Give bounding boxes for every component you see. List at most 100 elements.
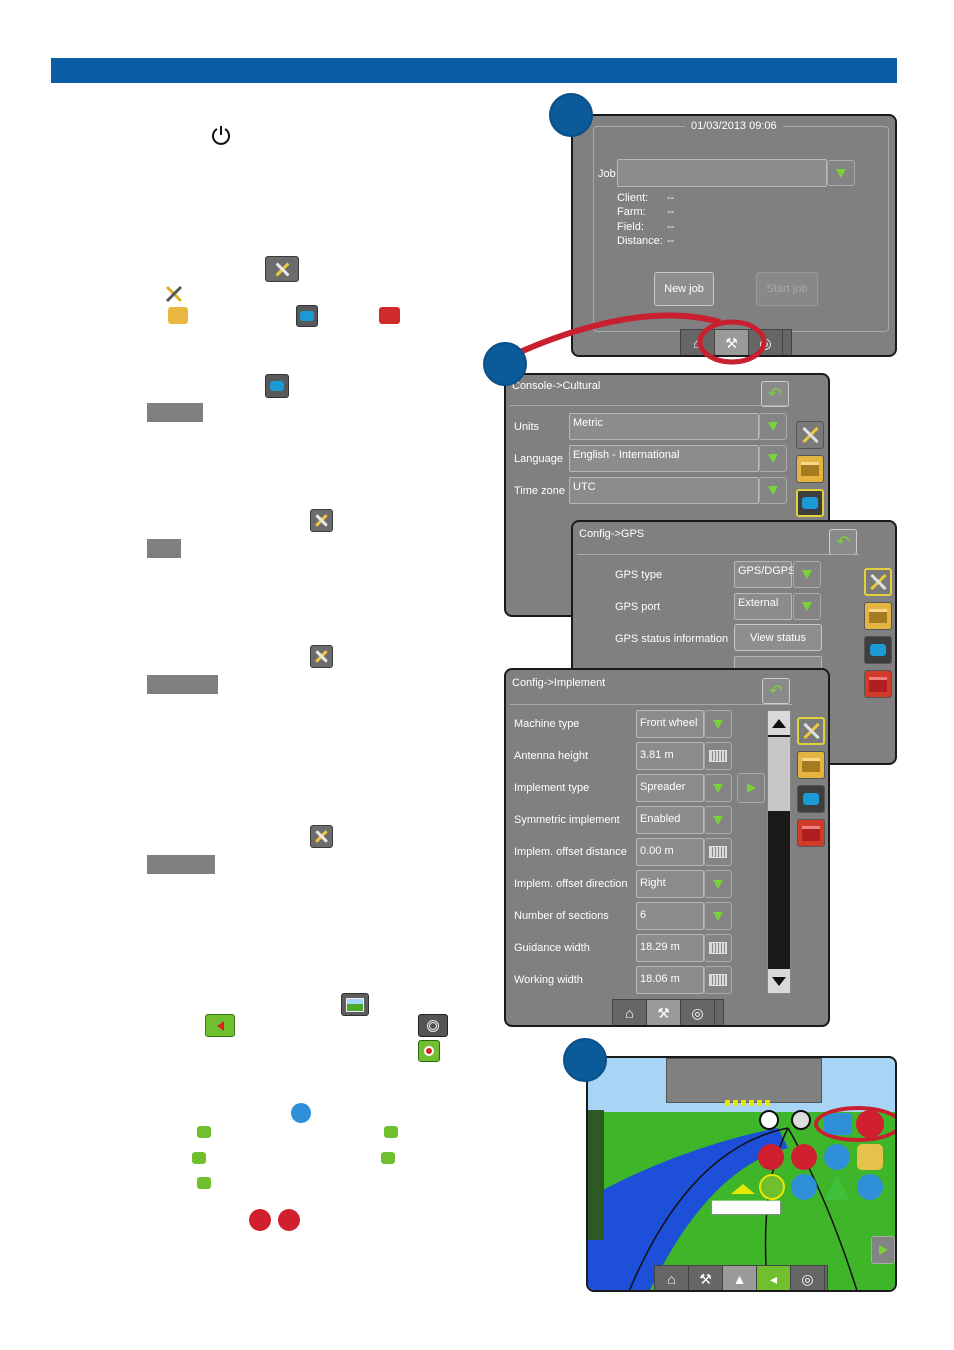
settings-tab[interactable]: ◎ <box>791 1266 825 1290</box>
console-side-tab[interactable] <box>864 636 892 664</box>
keyboard-button[interactable] <box>704 838 732 866</box>
tools-icon <box>310 509 333 532</box>
job-select[interactable] <box>617 159 827 187</box>
tools-tab[interactable]: ⚒ <box>689 1266 723 1290</box>
timezone-dropdown[interactable] <box>759 477 787 504</box>
guidance-tab-bar: ⌂ ⚒ ▲ ◂ ◎ <box>654 1265 828 1290</box>
scroll-thumb[interactable] <box>768 737 790 811</box>
guidance-mode-icon <box>205 1014 235 1037</box>
row-value[interactable]: 18.06 m <box>636 966 704 994</box>
toolbox-side-tab[interactable] <box>796 455 824 483</box>
redacted-label <box>147 855 215 874</box>
field-value: -- <box>667 221 675 233</box>
nudge-button[interactable] <box>824 1144 850 1170</box>
pivot-icon <box>384 1126 398 1138</box>
gps-port-select[interactable]: External <box>734 593 792 620</box>
mark-a-button[interactable] <box>758 1144 784 1170</box>
settings-tab[interactable]: ◎ <box>749 330 783 355</box>
guidance-pattern-icon <box>291 1103 311 1123</box>
timezone-label: Time zone <box>514 485 565 497</box>
guidance-tab[interactable]: ▲ <box>723 1266 757 1290</box>
gps-status-label: GPS status information <box>615 633 729 645</box>
row-value[interactable]: Right <box>636 870 704 898</box>
start-job-button[interactable]: Start job <box>756 272 818 306</box>
back-button[interactable]: ↶ <box>829 529 857 555</box>
dropdown-button[interactable] <box>704 710 732 738</box>
dropdown-button[interactable] <box>704 902 732 930</box>
dropdown-button[interactable] <box>704 870 732 898</box>
marker-icon <box>418 1040 440 1062</box>
area-button[interactable] <box>857 1174 883 1200</box>
section-dots <box>725 1100 771 1106</box>
scroll-up-button[interactable] <box>768 711 790 735</box>
new-job-button[interactable]: New job <box>654 272 714 306</box>
step-circle-1 <box>549 93 593 137</box>
console-screen-icon <box>265 374 289 398</box>
power-icon <box>208 122 234 148</box>
mark-b-button[interactable] <box>791 1144 817 1170</box>
language-select[interactable]: English - International <box>569 445 759 472</box>
tools-side-tab[interactable] <box>797 717 825 745</box>
job-dropdown-button[interactable] <box>827 160 855 186</box>
row-value[interactable]: Front wheel <box>636 710 704 738</box>
row-value[interactable]: 6 <box>636 902 704 930</box>
boundary-button[interactable] <box>824 1176 850 1200</box>
dropdown-button[interactable] <box>704 774 732 802</box>
dropdown-button[interactable] <box>704 806 732 834</box>
gps-type-label: GPS type <box>615 569 663 581</box>
language-dropdown[interactable] <box>759 445 787 472</box>
zoom-out-button[interactable] <box>791 1110 811 1130</box>
scrollbar[interactable] <box>767 710 791 994</box>
row-value[interactable]: Spreader <box>636 774 704 802</box>
gps-type-select[interactable]: GPS/DGPS <box>734 561 795 588</box>
distance-value: -- <box>667 235 675 247</box>
toolbox-side-tab[interactable] <box>864 602 892 630</box>
row-label: Number of sections <box>514 910 609 922</box>
gps-type-dropdown[interactable] <box>793 561 821 588</box>
scroll-down-button[interactable] <box>768 969 790 993</box>
tools-tab[interactable]: ⚒ <box>647 1000 681 1025</box>
units-dropdown[interactable] <box>759 413 787 440</box>
implement-type-next[interactable] <box>737 773 765 803</box>
camera-button[interactable] <box>857 1144 883 1170</box>
keyboard-button[interactable] <box>704 966 732 994</box>
cultural-screen: Console->Cultural ↶ Units Metric Languag… <box>504 373 830 617</box>
tools-side-tab[interactable] <box>796 421 824 449</box>
row-label: Implem. offset direction <box>514 878 628 890</box>
keyboard-button[interactable] <box>704 742 732 770</box>
view-status-button[interactable]: View status <box>734 624 822 651</box>
gps-port-dropdown[interactable] <box>793 593 821 620</box>
row-value[interactable]: 0.00 m <box>636 838 704 866</box>
language-label: Language <box>514 453 563 465</box>
toolbox-side-tab[interactable] <box>797 751 825 779</box>
home-tab[interactable]: ⌂ <box>655 1266 689 1290</box>
screen-title: Config->GPS <box>579 528 645 540</box>
home-tab[interactable]: ⌂ <box>681 330 715 355</box>
back-button[interactable]: ↶ <box>762 678 790 704</box>
tools-icon <box>310 825 333 848</box>
row-value[interactable]: 3.81 m <box>636 742 704 770</box>
comment-button[interactable] <box>759 1174 785 1200</box>
console-side-tab[interactable] <box>796 489 824 517</box>
timezone-select[interactable]: UTC <box>569 477 759 504</box>
back-button[interactable]: ↶ <box>761 381 789 407</box>
console-side-tab[interactable] <box>797 785 825 813</box>
zoom-in-button[interactable] <box>759 1110 779 1130</box>
keyboard-button[interactable] <box>704 934 732 962</box>
red-toolbox-side-tab[interactable] <box>864 670 892 698</box>
map-tab[interactable]: ◂ <box>757 1266 791 1290</box>
units-select[interactable]: Metric <box>569 413 759 440</box>
settings-tab[interactable]: ◎ <box>681 1000 715 1025</box>
red-dot-a <box>249 1209 271 1231</box>
home-tab[interactable]: ⌂ <box>613 1000 647 1025</box>
row-value[interactable]: 18.29 m <box>636 934 704 962</box>
tools-side-tab[interactable] <box>864 568 892 596</box>
red-toolbox-side-tab[interactable] <box>797 819 825 847</box>
next-page-button[interactable] <box>871 1236 895 1264</box>
tools-tab[interactable]: ⚒ <box>715 330 749 355</box>
adaptive-curve-icon <box>381 1152 395 1164</box>
flag-button[interactable] <box>791 1174 817 1200</box>
row-value[interactable]: Enabled <box>636 806 704 834</box>
callout-ring <box>814 1106 895 1142</box>
row-label: Guidance width <box>514 942 590 954</box>
